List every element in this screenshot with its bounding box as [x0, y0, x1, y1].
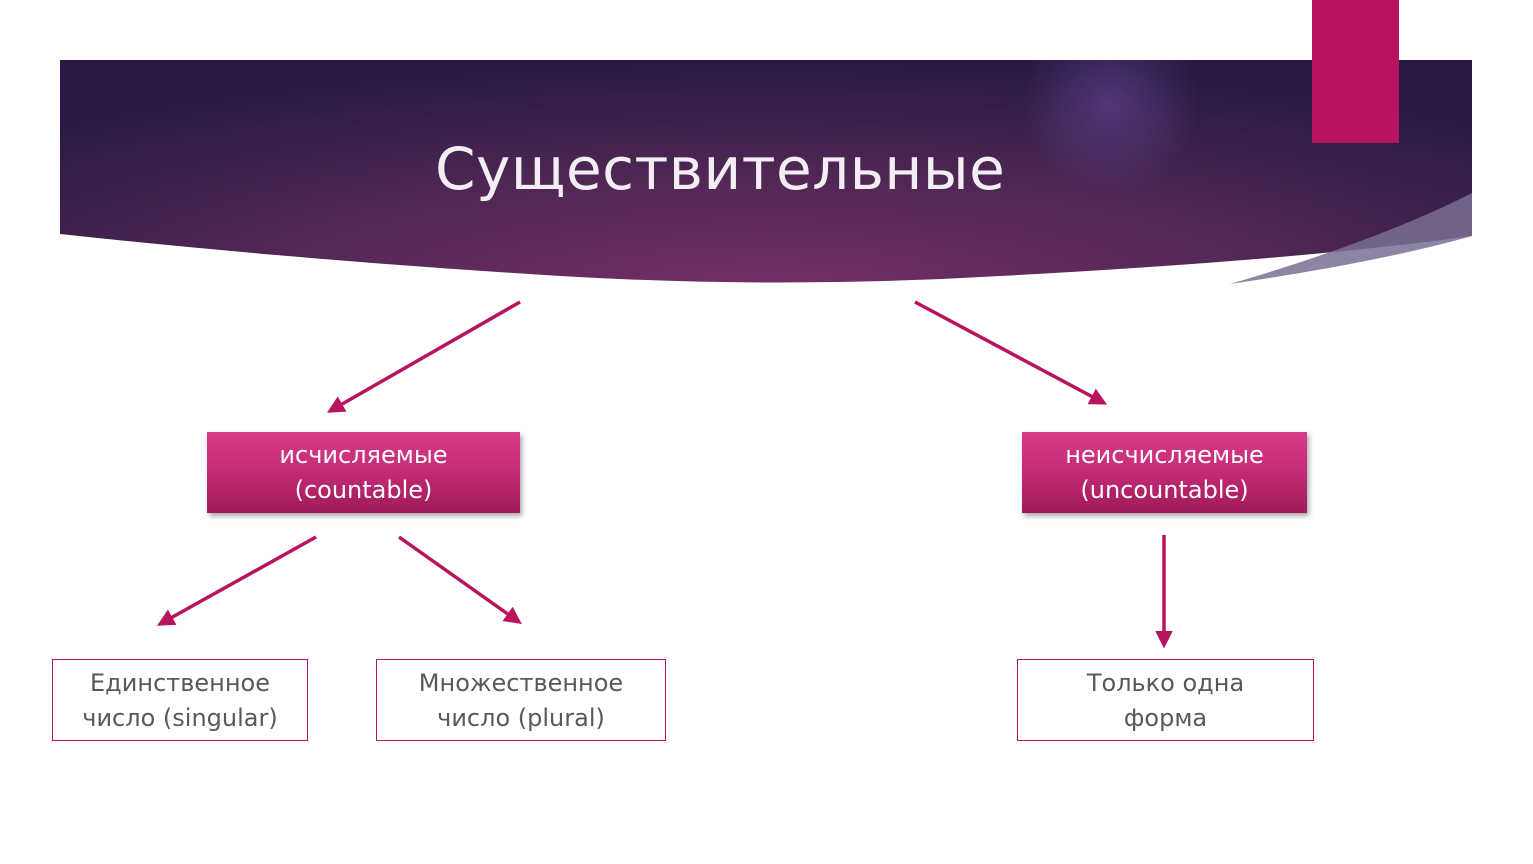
slide-title: Существительные [435, 135, 1006, 203]
plural-line2: число (plural) [437, 704, 605, 732]
accent-tab [1312, 0, 1399, 143]
arrow-to-uncountable [914, 300, 1108, 405]
singular-box: Единственное число (singular) [52, 659, 308, 741]
title-banner [60, 60, 1472, 284]
uncountable-box: неисчисляемые (uncountable) [1022, 432, 1307, 513]
singular-line1: Единственное [90, 669, 270, 697]
countable-label-ru: исчисляемые [279, 441, 448, 469]
arrow-to-singular [156, 535, 317, 626]
singular-line2: число (singular) [82, 704, 278, 732]
arrow-to-plural [397, 535, 522, 625]
plural-line1: Множественное [418, 669, 624, 697]
arrow-to-countable [326, 300, 521, 413]
one-form-line1: Только одна [1086, 669, 1245, 697]
one-form-box: Только одна форма [1017, 659, 1314, 741]
plural-box: Множественное число (plural) [376, 659, 666, 741]
uncountable-label-en: (uncountable) [1080, 476, 1249, 504]
one-form-line2: форма [1123, 704, 1208, 732]
uncountable-label-ru: неисчисляемые [1065, 441, 1264, 469]
countable-label-en: (countable) [294, 476, 433, 504]
countable-box: исчисляемые (countable) [207, 432, 520, 513]
